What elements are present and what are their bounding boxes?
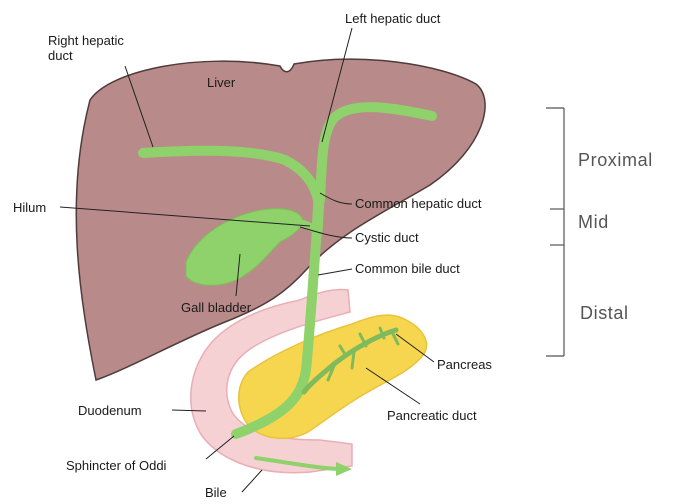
label-common-bile-duct: Common bile duct xyxy=(355,261,460,276)
label-cystic-duct: Cystic duct xyxy=(355,230,419,245)
label-liver: Liver xyxy=(207,75,235,90)
label-hilum: Hilum xyxy=(13,200,46,215)
label-duodenum: Duodenum xyxy=(78,403,142,418)
label-bile: Bile xyxy=(205,485,227,500)
label-right-hepatic-duct: Right hepatic duct xyxy=(48,33,124,63)
segment-distal: Distal xyxy=(580,303,629,323)
segment-mid: Mid xyxy=(578,212,609,232)
region-bracket xyxy=(546,108,564,356)
label-left-hepatic-duct: Left hepatic duct xyxy=(345,11,440,26)
label-gall-bladder: Gall bladder xyxy=(181,300,251,315)
label-pancreas: Pancreas xyxy=(437,357,492,372)
label-sphincter-of-oddi: Sphincter of Oddi xyxy=(66,458,166,473)
segment-proximal: Proximal xyxy=(578,150,653,170)
label-common-hepatic-duct: Common hepatic duct xyxy=(355,196,481,211)
label-pancreatic-duct: Pancreatic duct xyxy=(387,408,477,423)
